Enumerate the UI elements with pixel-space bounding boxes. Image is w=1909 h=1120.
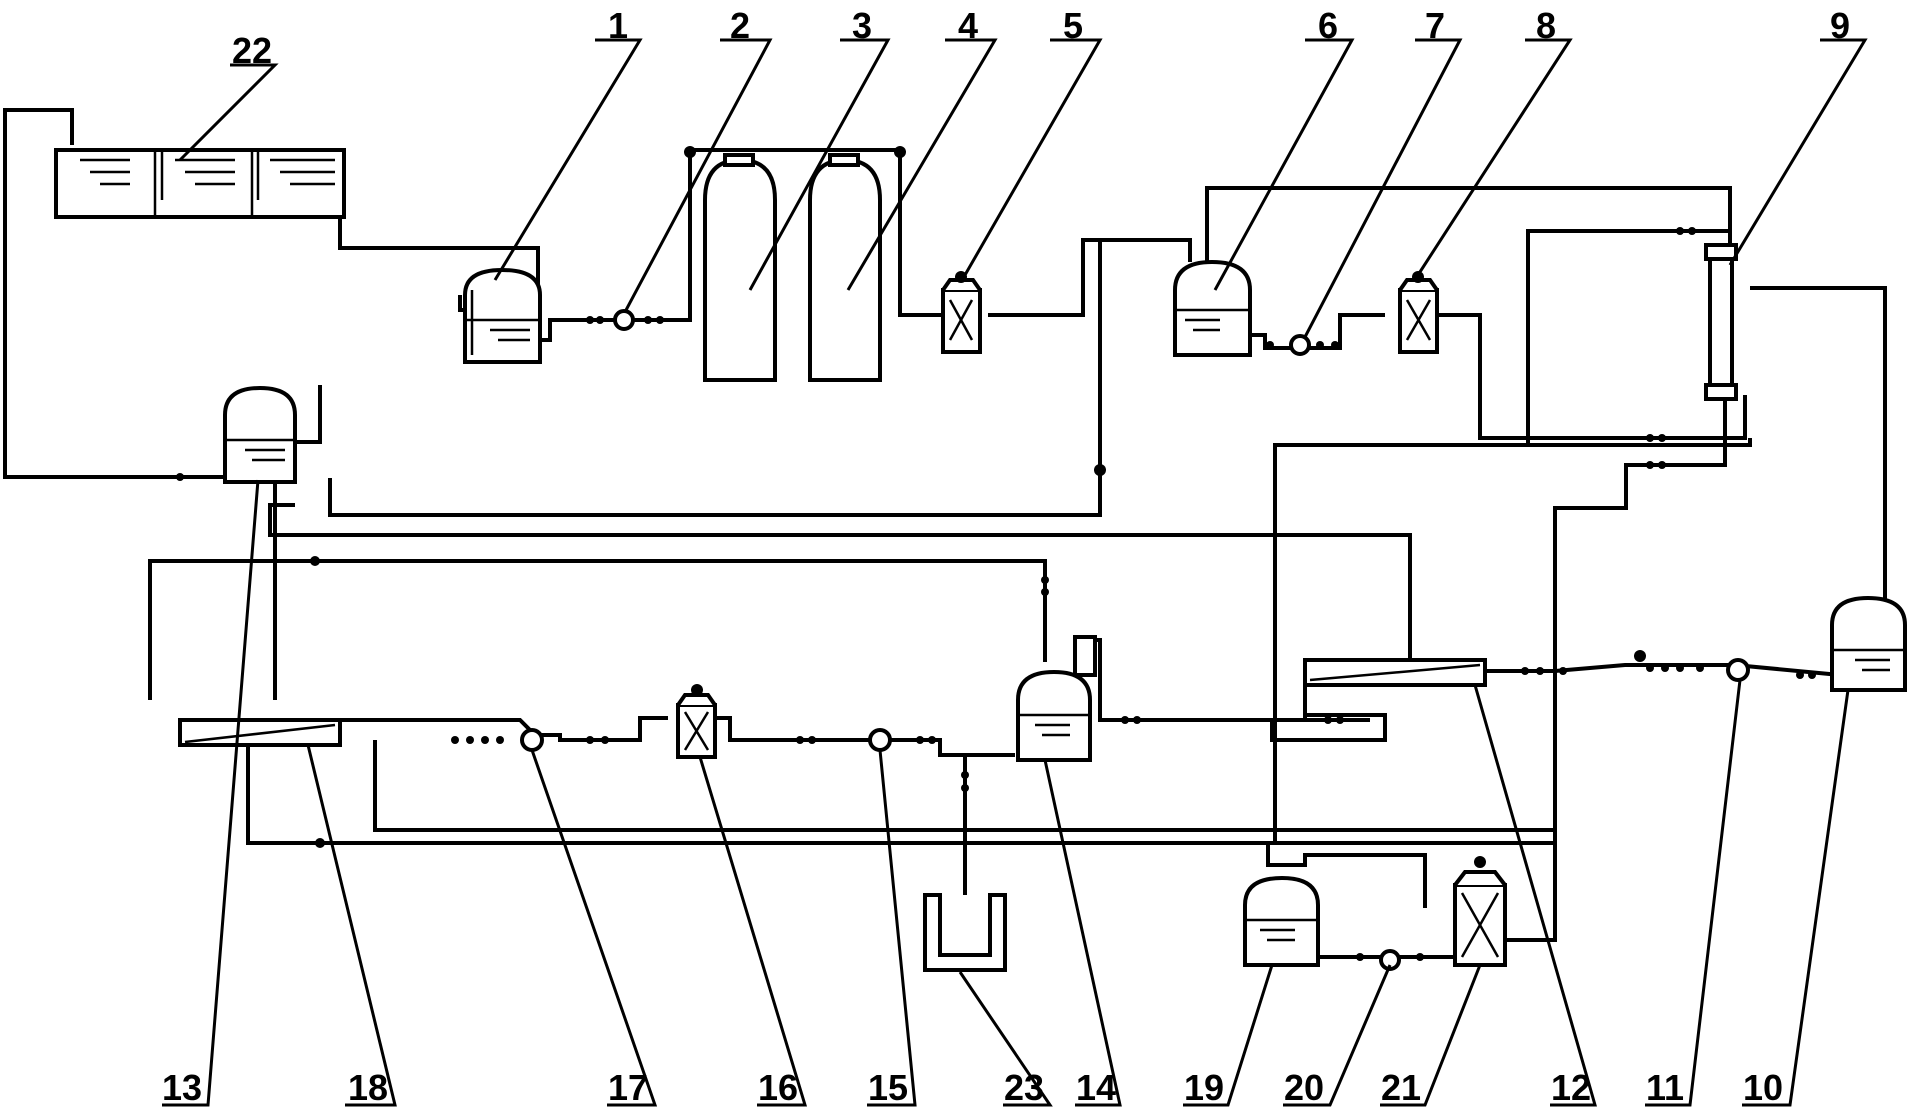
tank-13 [223,385,297,484]
leader-lines [162,38,1868,1107]
tank-14 [1016,635,1097,762]
membrane-unit-18 [178,718,342,747]
label-9: 9 [1830,5,1850,46]
label-16: 16 [758,1067,798,1108]
label-19: 19 [1184,1067,1224,1108]
label-23: 23 [1004,1067,1044,1108]
tank-19 [1243,875,1320,967]
membrane-unit-12 [1303,658,1487,687]
label-7: 7 [1425,5,1445,46]
membrane-module-9 [1704,243,1738,401]
label-5: 5 [1063,5,1083,46]
label-18: 18 [348,1067,388,1108]
label-22: 22 [232,30,272,71]
tank-6 [1173,259,1252,357]
filter-column-4 [808,153,882,382]
filter-5 [941,271,982,354]
label-17: 17 [608,1067,648,1108]
label-6: 6 [1318,5,1338,46]
tank-22 [54,148,346,219]
label-14: 14 [1076,1067,1116,1108]
label-8: 8 [1536,5,1556,46]
label-1: 1 [608,5,628,46]
label-20: 20 [1284,1067,1324,1108]
filter-21 [1453,856,1507,967]
label-4: 4 [958,5,978,46]
filter-8 [1398,271,1439,354]
pipe-network [3,108,1887,959]
tank-10 [1830,595,1907,692]
pumps-and-valves [176,146,1816,971]
filter-column-3 [703,153,777,382]
label-13: 13 [162,1067,202,1108]
label-11: 11 [1646,1067,1684,1108]
filter-16 [676,684,717,759]
label-12: 12 [1551,1067,1591,1108]
label-3: 3 [852,5,872,46]
label-10: 10 [1743,1067,1783,1108]
tank-1 [463,267,542,364]
basin-23 [923,893,1007,972]
reference-numbers: 1 2 3 4 5 6 7 8 9 22 13 18 17 16 15 23 1… [162,5,1850,1108]
label-2: 2 [730,5,750,46]
label-21: 21 [1381,1067,1421,1108]
label-15: 15 [868,1067,908,1108]
